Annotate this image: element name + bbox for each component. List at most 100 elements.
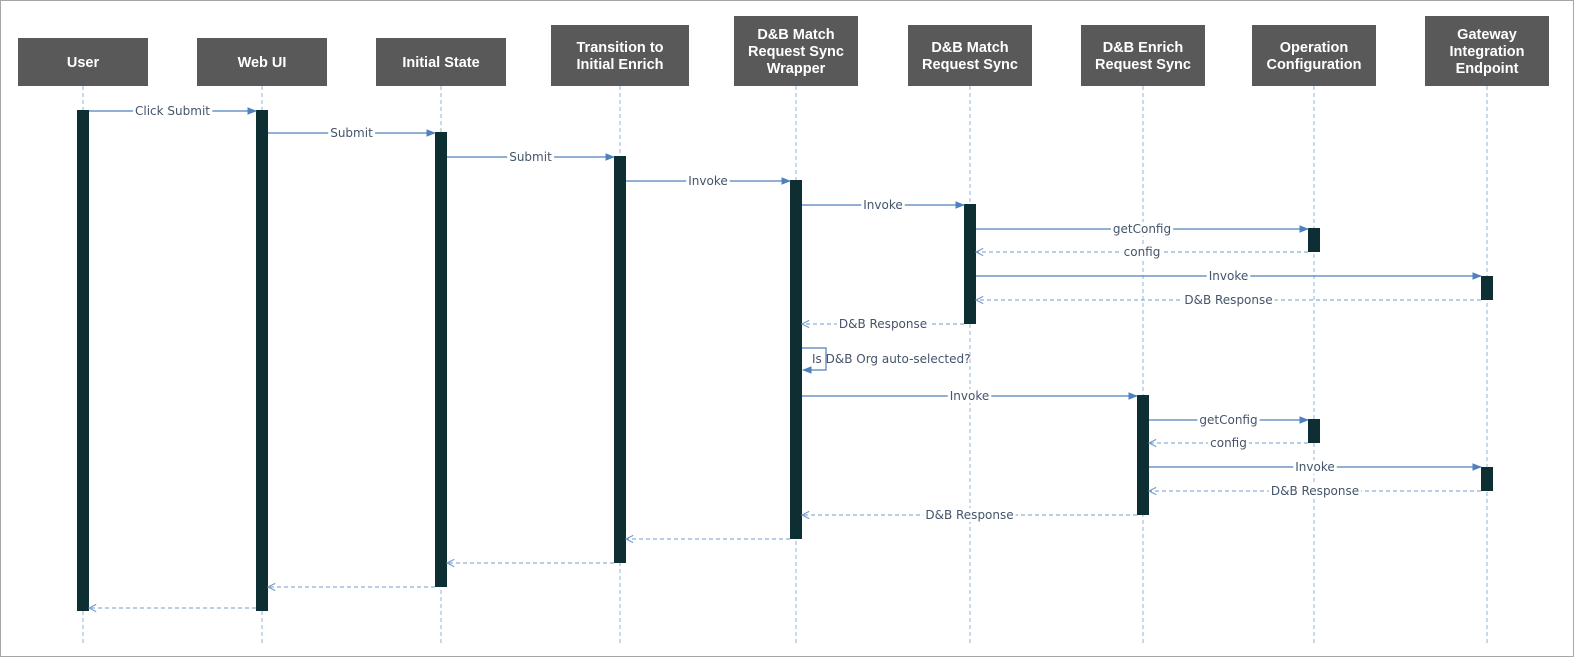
message-label-background xyxy=(836,317,930,331)
message-label-background xyxy=(947,389,992,403)
message-label: Submit xyxy=(509,150,552,164)
message-label-background xyxy=(1110,222,1174,236)
message-m17: D&B Response xyxy=(802,508,1137,522)
actor-label-wrapper: Request Sync xyxy=(748,44,844,60)
message-label: D&B Response xyxy=(839,317,927,331)
activation-bar-wrapper xyxy=(790,180,802,539)
message-m15: Invoke xyxy=(1149,460,1482,474)
message-m7: config xyxy=(976,245,1308,259)
activation-bar-user xyxy=(77,110,89,611)
activation-bar-gateway xyxy=(1481,276,1493,300)
message-label-background xyxy=(1208,436,1249,450)
activation-bar-webui xyxy=(256,110,268,611)
message-m12: Invoke xyxy=(802,389,1138,403)
actors: User Web UI Initial State Transition toInit… xyxy=(18,16,1549,86)
message-label-background xyxy=(1121,245,1163,259)
actor-label-transition: Transition to xyxy=(577,40,664,56)
message-label-background xyxy=(1268,484,1362,498)
message-label: Invoke xyxy=(1209,269,1249,283)
activation-bar-enrich xyxy=(1137,395,1149,515)
message-label-background xyxy=(686,174,730,188)
activation-bar-opconfig xyxy=(1308,419,1320,443)
message-label: Invoke xyxy=(950,389,990,403)
activation-bar-opconfig xyxy=(1308,228,1320,252)
actor-box-wrapper xyxy=(734,16,858,86)
activation-bar-transition xyxy=(614,156,626,563)
actor-box-match xyxy=(908,25,1032,86)
actor-label-opconfig: Configuration xyxy=(1266,57,1361,73)
message-m14: config xyxy=(1149,436,1308,450)
message-label-background xyxy=(1206,269,1251,283)
actor-label-user: User xyxy=(67,55,100,71)
lifelines xyxy=(82,86,1488,646)
actor-box-user xyxy=(18,38,148,86)
message-label-background xyxy=(1293,460,1337,474)
message-label: Invoke xyxy=(688,174,728,188)
activation-bars xyxy=(77,110,1493,611)
actor-box-enrich xyxy=(1081,25,1205,86)
message-label-background xyxy=(133,104,213,118)
actor-label-wrapper: D&B Match xyxy=(757,27,834,43)
activation-bar-gateway xyxy=(1481,467,1493,491)
message-label-background xyxy=(861,198,905,212)
message-m13: getConfig xyxy=(1149,413,1309,427)
actor-box-webui xyxy=(197,38,327,86)
actor-label-enrich: D&B Enrich xyxy=(1103,40,1184,56)
message-m3: Submit xyxy=(447,150,615,164)
message-m2: Submit xyxy=(268,126,436,140)
actor-user: User xyxy=(18,38,148,86)
message-m11: Is D&B Org auto-selected? xyxy=(802,347,970,374)
message-label: Is D&B Org auto-selected? xyxy=(812,352,970,366)
message-m4: Invoke xyxy=(626,174,791,188)
actor-label-wrapper: Wrapper xyxy=(767,61,826,77)
actor-label-match: D&B Match xyxy=(931,40,1008,56)
actor-box-gateway xyxy=(1425,16,1549,86)
message-m1: Click Submit xyxy=(89,104,257,118)
actor-initial: Initial State xyxy=(376,38,506,86)
message-label-background xyxy=(923,508,1016,522)
message-label: config xyxy=(1210,436,1247,450)
activation-bar-match xyxy=(964,204,976,324)
message-label: getConfig xyxy=(1199,413,1257,427)
actor-label-gateway: Integration xyxy=(1450,44,1525,60)
message-label: Submit xyxy=(330,126,373,140)
message-m10: D&B Response xyxy=(802,317,964,331)
message-label: Click Submit xyxy=(135,104,210,118)
message-label: D&B Response xyxy=(1184,293,1272,307)
actor-label-initial: Initial State xyxy=(402,55,479,71)
actor-box-transition xyxy=(551,25,689,86)
actor-label-transition: Initial Enrich xyxy=(576,57,663,73)
message-label: Invoke xyxy=(863,198,903,212)
self-message-arrow xyxy=(802,347,827,374)
actor-label-gateway: Endpoint xyxy=(1456,61,1519,77)
message-label: D&B Response xyxy=(1271,484,1359,498)
message-m8: Invoke xyxy=(976,269,1482,283)
message-label: config xyxy=(1124,245,1161,259)
message-label-background xyxy=(328,126,376,140)
actor-label-gateway: Gateway xyxy=(1457,27,1517,43)
message-m6: getConfig xyxy=(976,222,1309,236)
actor-webui: Web UI xyxy=(197,38,327,86)
message-m16: D&B Response xyxy=(1149,484,1481,498)
actor-box-opconfig xyxy=(1252,25,1376,86)
message-label: getConfig xyxy=(1113,222,1171,236)
messages: Click SubmitSubmitSubmitInvokeInvokegetC… xyxy=(89,104,1482,608)
activation-bar-initial xyxy=(435,132,447,587)
actor-label-match: Request Sync xyxy=(922,57,1018,73)
actor-label-enrich: Request Sync xyxy=(1095,57,1191,73)
message-label-background xyxy=(507,150,555,164)
message-label: Invoke xyxy=(1295,460,1335,474)
actor-label-webui: Web UI xyxy=(238,55,287,71)
actor-label-opconfig: Operation xyxy=(1280,40,1348,56)
message-label: D&B Response xyxy=(925,508,1013,522)
message-label-background xyxy=(1197,413,1260,427)
message-m5: Invoke xyxy=(802,198,965,212)
